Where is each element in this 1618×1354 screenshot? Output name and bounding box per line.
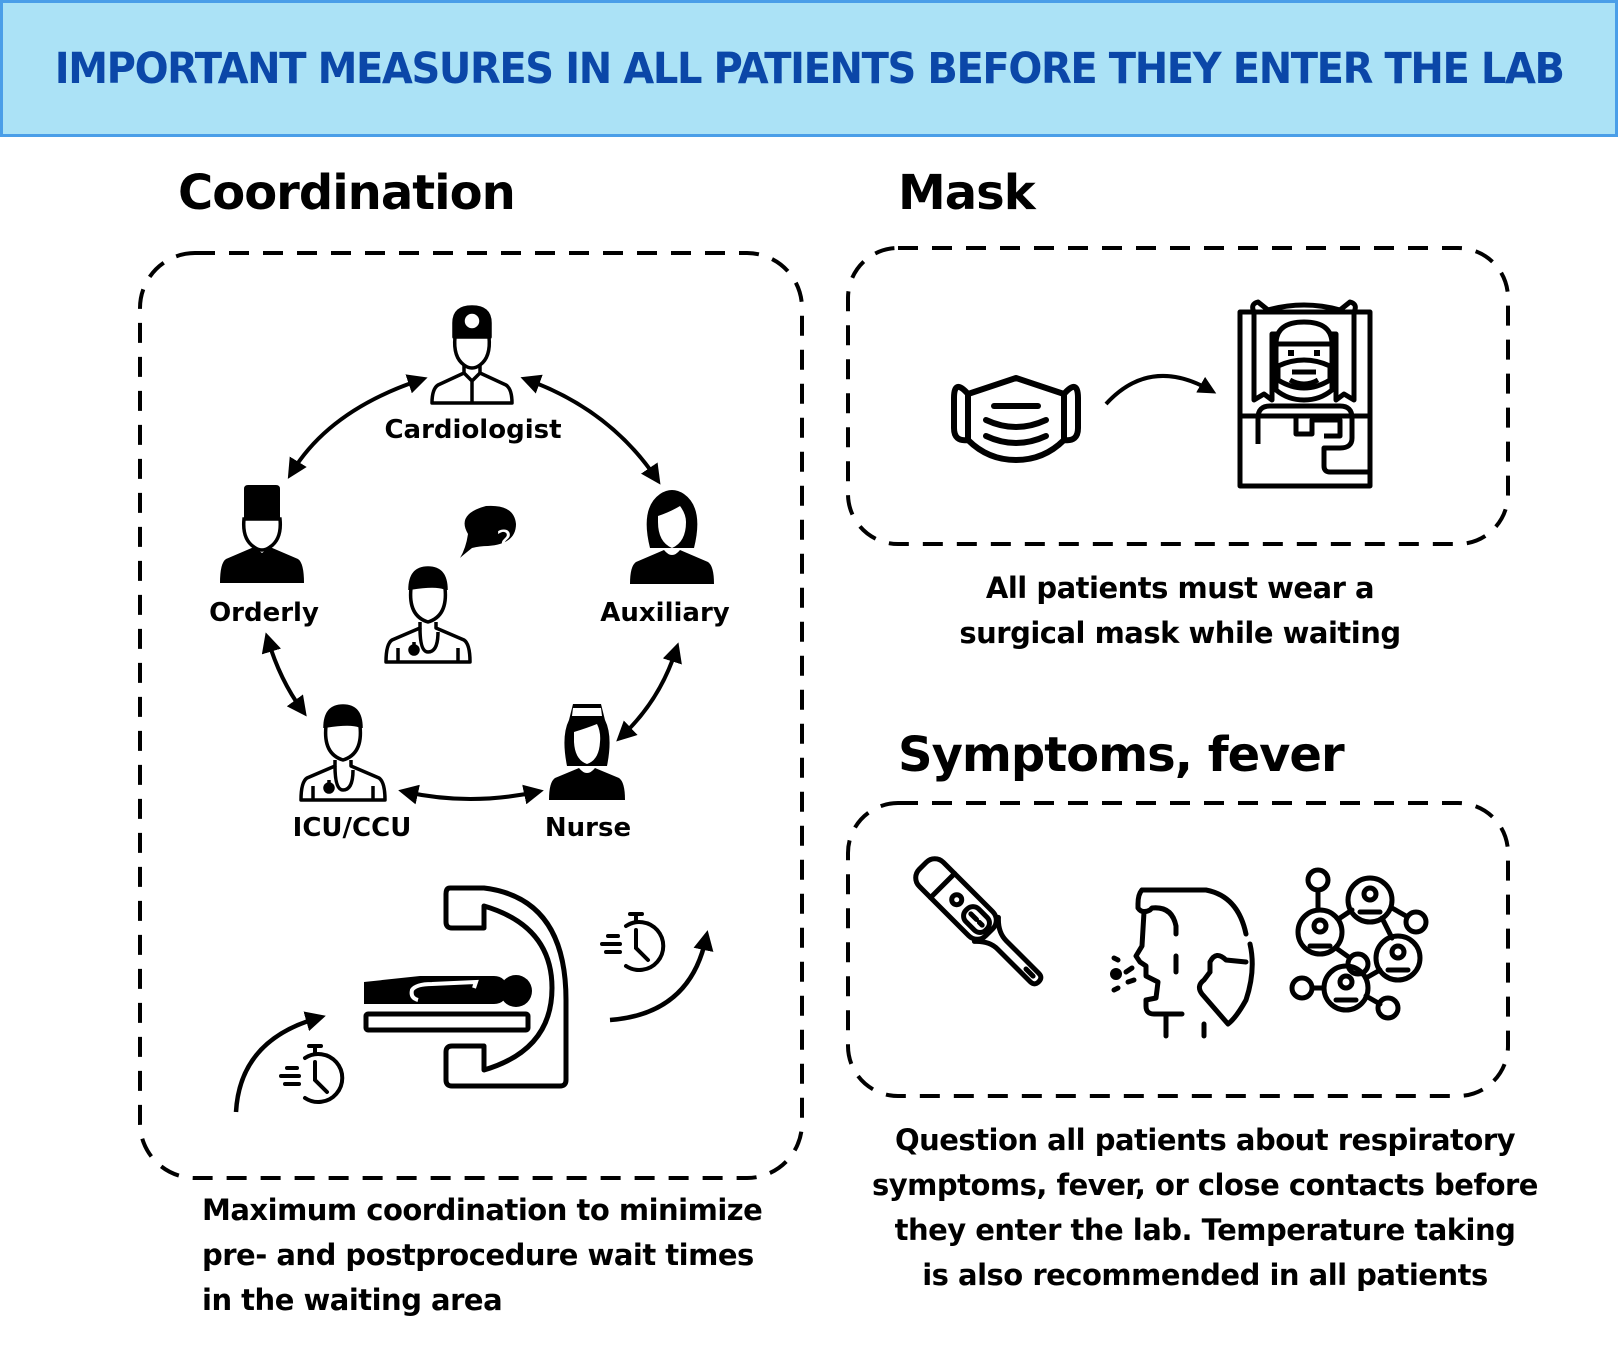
mask-arrow-icon <box>1104 373 1217 406</box>
arrow-orderly-icu <box>261 632 307 717</box>
mask-dashed-box <box>846 246 1510 546</box>
role-label-orderly: Orderly <box>209 598 319 628</box>
coordination-caption: Maximum coordination to minimize pre- an… <box>202 1188 763 1323</box>
arrow-icu-nurse <box>398 784 544 805</box>
doctor-question-icon: ? <box>384 505 516 664</box>
surgical-mask-icon <box>951 375 1081 463</box>
symptoms-title: Symptoms, fever <box>898 727 1345 783</box>
header-banner: IMPORTANT MEASURES IN ALL PATIENTS BEFOR… <box>0 0 1618 137</box>
doctor-stethoscope-icon <box>299 704 387 802</box>
coordination-caption-line: pre- and postprocedure wait times <box>202 1238 754 1272</box>
coordination-dashed-box <box>138 251 804 1180</box>
symptoms-caption: Question all patients about respiratory … <box>860 1118 1550 1298</box>
arrow-cardiologist-auxiliary <box>520 374 661 485</box>
cough-icon <box>1110 887 1255 1039</box>
contact-network-icon <box>1289 867 1429 1021</box>
female-staff-icon <box>630 490 714 584</box>
coordination-caption-line: in the waiting area <box>202 1283 503 1317</box>
role-label-icu-ccu: ICU/CCU <box>293 813 412 843</box>
orderly-icon <box>220 485 304 583</box>
symptoms-caption-line: Question all patients about respiratory <box>894 1123 1516 1157</box>
question-bubble-text: ? <box>496 525 512 560</box>
symptoms-dashed-box <box>846 801 1510 1098</box>
cardiologist-icon <box>430 305 514 405</box>
page-title: IMPORTANT MEASURES IN ALL PATIENTS BEFOR… <box>54 43 1565 94</box>
symptoms-caption-line: they enter the lab. Temperature taking <box>894 1213 1516 1247</box>
role-label-cardiologist: Cardiologist <box>384 415 561 445</box>
mask-title: Mask <box>898 165 1036 221</box>
mask-caption: All patients must wear a surgical mask w… <box>930 566 1430 656</box>
role-label-nurse: Nurse <box>545 813 631 843</box>
symptoms-caption-line: is also recommended in all patients <box>922 1258 1488 1292</box>
arrow-auxiliary-nurse <box>616 642 682 742</box>
mask-caption-line: surgical mask while waiting <box>959 616 1401 650</box>
cath-lab-c-arm-icon <box>363 885 569 1089</box>
thermometer-icon <box>913 856 1044 987</box>
symptoms-caption-line: symptoms, fever, or close contacts befor… <box>872 1168 1538 1202</box>
stopwatch-icon <box>279 1044 345 1104</box>
nurse-icon <box>549 704 625 800</box>
coordination-title: Coordination <box>178 165 516 221</box>
stopwatch-icon <box>600 912 666 972</box>
arrow-exit-icon <box>609 930 714 1023</box>
arrow-enter-icon <box>233 1011 326 1113</box>
mask-caption-line: All patients must wear a <box>985 571 1375 605</box>
role-label-auxiliary: Auxiliary <box>600 598 730 628</box>
masked-patient-in-bed-icon <box>1237 299 1373 489</box>
coordination-caption-line: Maximum coordination to minimize <box>202 1193 763 1227</box>
arrow-cardiologist-orderly <box>287 374 428 479</box>
